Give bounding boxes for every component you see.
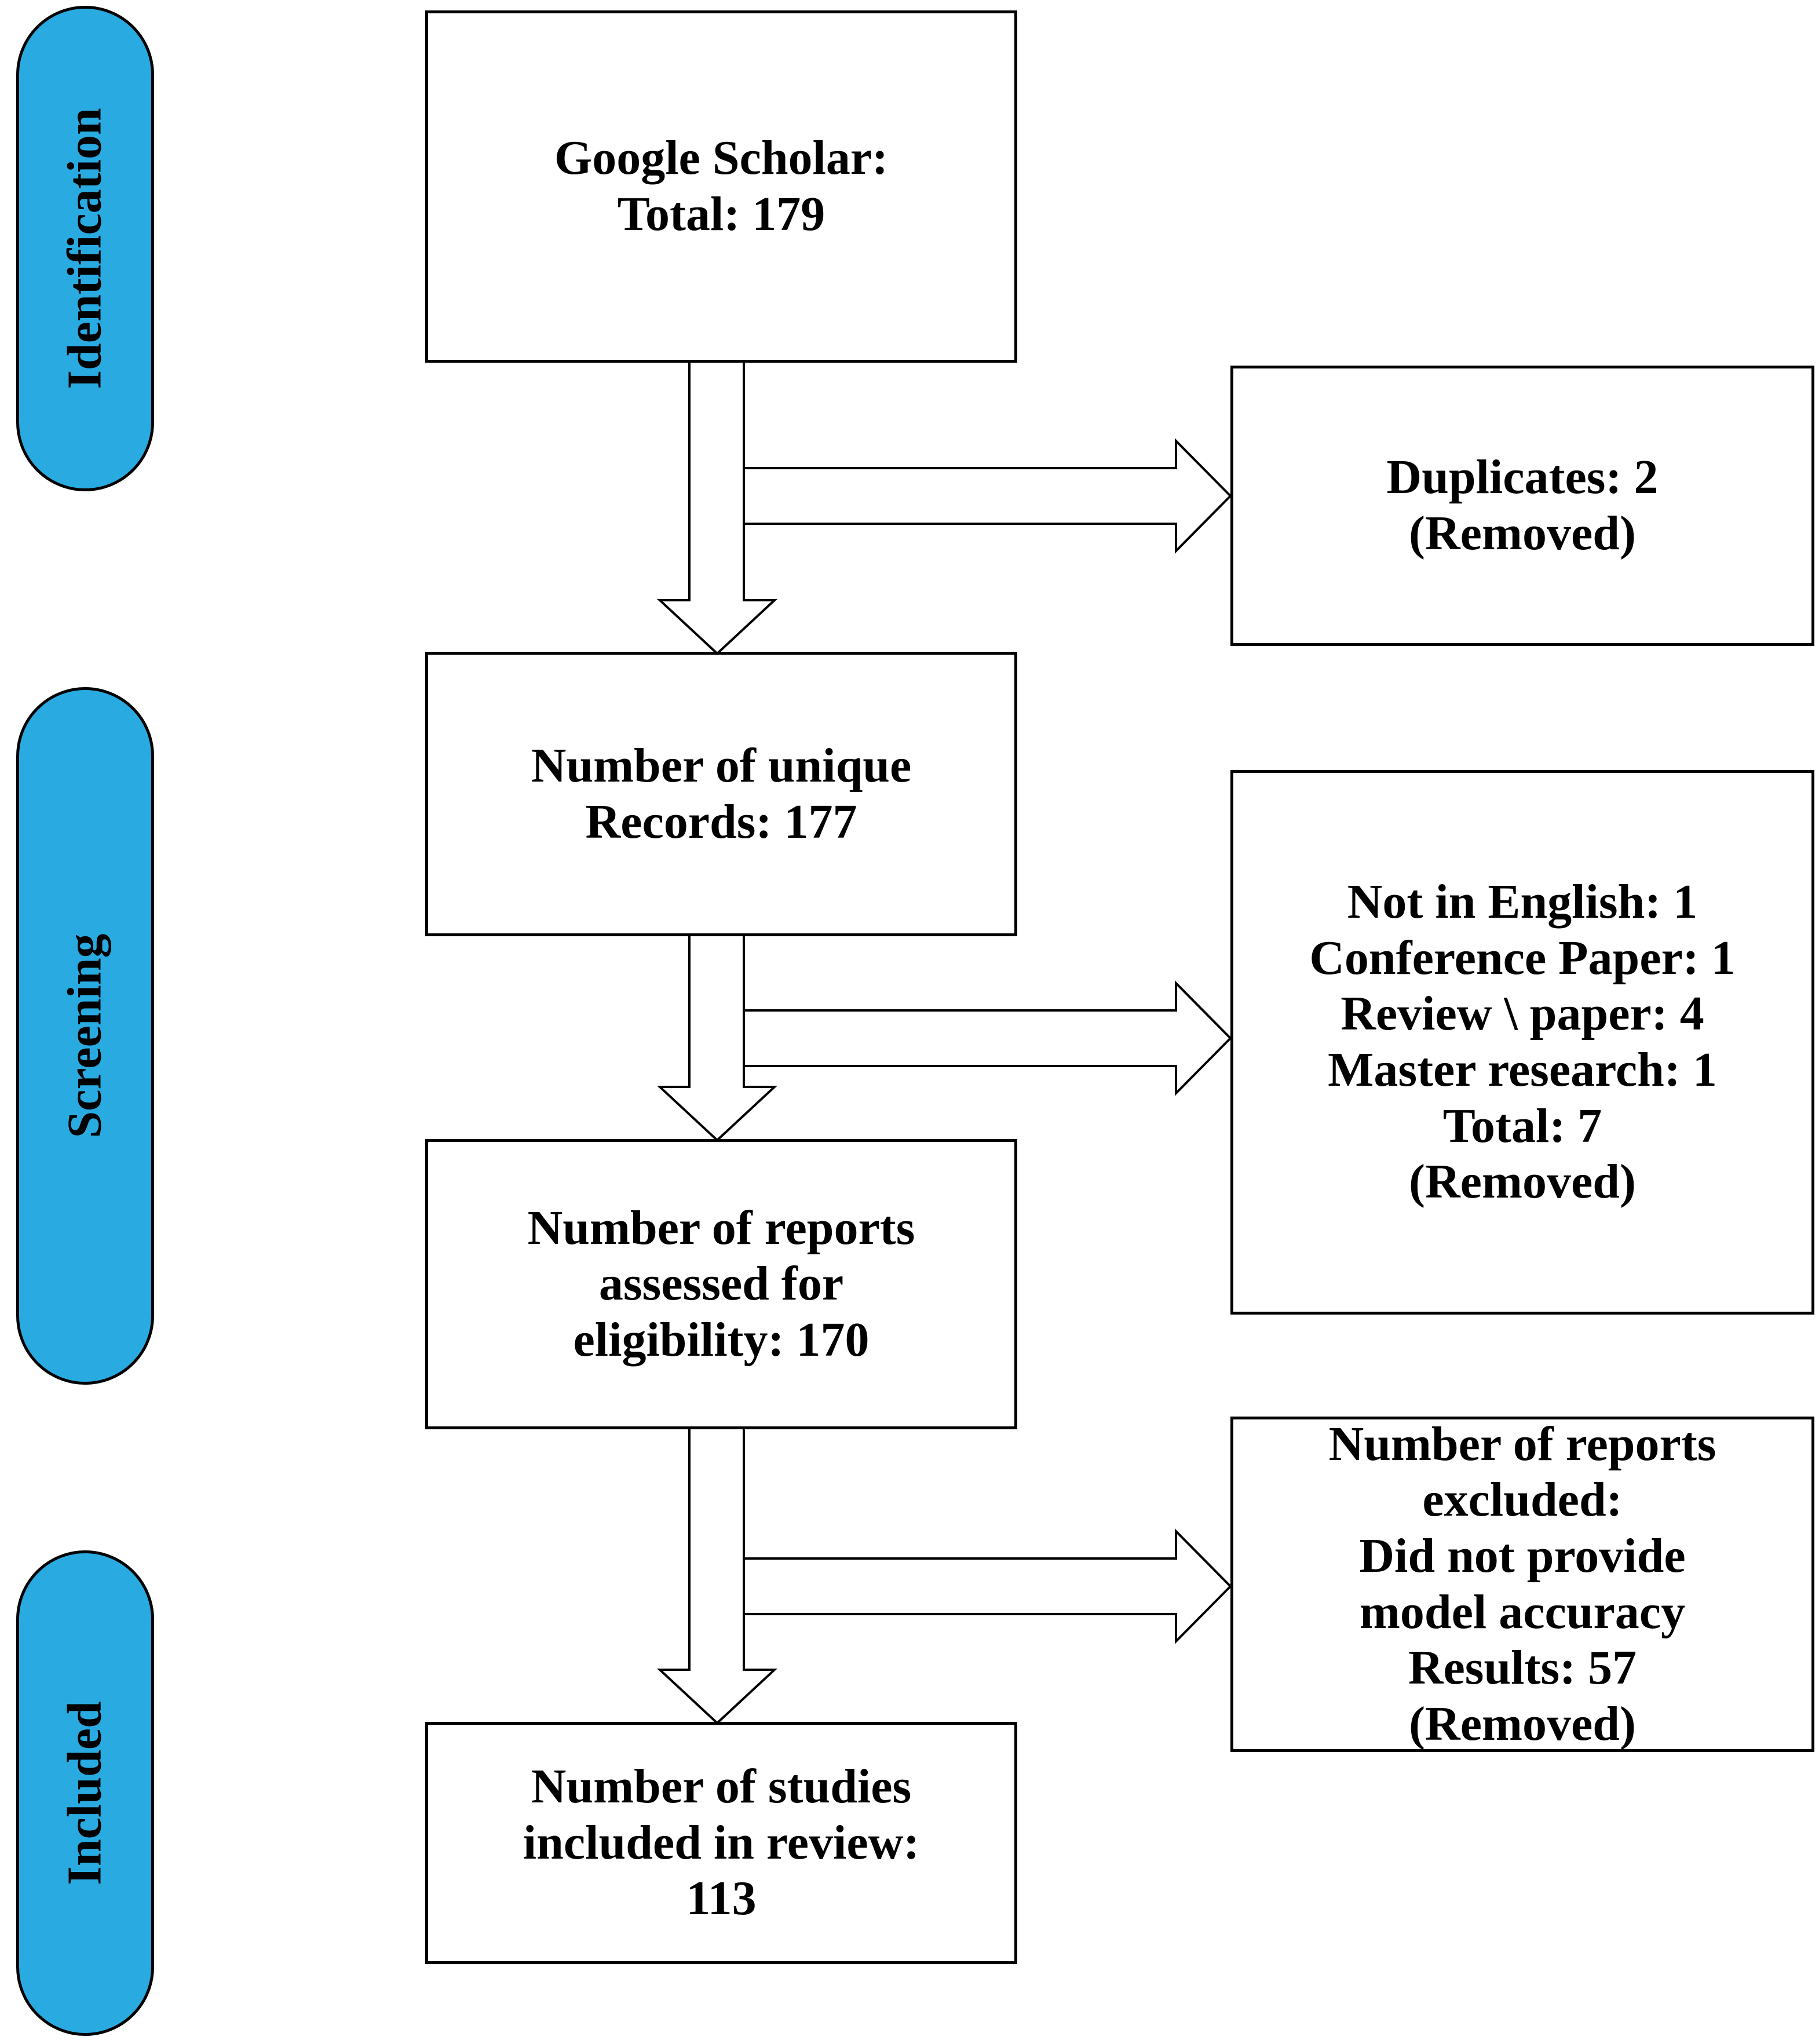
box-google-scholar-total-text: Google Scholar: Total: 179 xyxy=(554,131,889,241)
stage-screening: Screening xyxy=(16,687,154,1385)
arrow-right-screening-exclusions xyxy=(743,980,1232,1096)
stage-screening-label: Screening xyxy=(58,933,112,1138)
arrow-down-eligibility xyxy=(656,1425,778,1725)
box-unique-records-text: Number of unique Records: 177 xyxy=(531,738,912,849)
box-reports-excluded: Number of reports excluded: Did not prov… xyxy=(1230,1417,1814,1752)
stage-included-label: Included xyxy=(58,1701,112,1885)
box-assessed-eligibility-text: Number of reports assessed for eligibili… xyxy=(527,1200,915,1367)
arrow-down-screening xyxy=(656,933,778,1142)
box-included-studies: Number of studies included in review: 11… xyxy=(425,1722,1017,1964)
stage-identification: Identification xyxy=(16,6,154,491)
box-assessed-eligibility: Number of reports assessed for eligibili… xyxy=(425,1139,1017,1429)
stage-identification-label: Identification xyxy=(58,108,112,389)
arrow-down-identification xyxy=(656,358,778,655)
box-unique-records: Number of unique Records: 177 xyxy=(425,652,1017,936)
box-screening-exclusions: Not in English: 1 Conference Paper: 1 Re… xyxy=(1230,770,1814,1315)
arrow-right-reports-excluded xyxy=(743,1528,1232,1644)
box-included-studies-text: Number of studies included in review: 11… xyxy=(523,1760,920,1926)
box-google-scholar-total: Google Scholar: Total: 179 xyxy=(425,10,1017,363)
box-reports-excluded-text: Number of reports excluded: Did not prov… xyxy=(1328,1417,1716,1751)
box-screening-exclusions-text: Not in English: 1 Conference Paper: 1 Re… xyxy=(1309,875,1736,1209)
stage-included: Included xyxy=(16,1550,154,2036)
box-duplicates-removed: Duplicates: 2 (Removed) xyxy=(1230,366,1814,646)
box-duplicates-removed-text: Duplicates: 2 (Removed) xyxy=(1386,450,1659,560)
arrow-right-duplicates xyxy=(743,438,1232,554)
